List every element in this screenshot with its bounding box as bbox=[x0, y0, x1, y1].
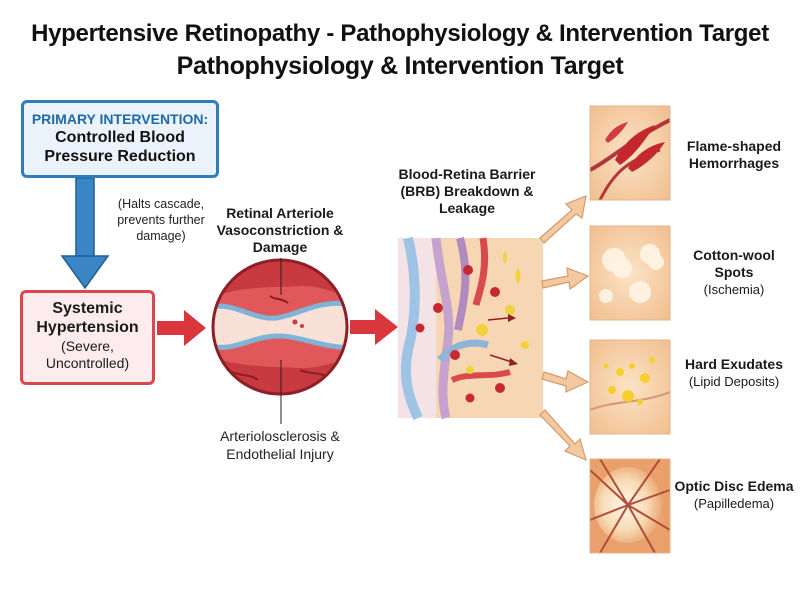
finding-detail: (Lipid Deposits) bbox=[688, 374, 780, 389]
thumb-hard-exudates bbox=[590, 340, 670, 434]
intervention-note: (Halts cascade, prevents further damage) bbox=[117, 197, 205, 243]
hypertension-title: Systemic Hypertension bbox=[36, 300, 139, 336]
intervention-body: Controlled Blood Pressure Reduction bbox=[44, 129, 196, 165]
finding-name: Flame-shaped Hemorrhages bbox=[686, 138, 782, 171]
intervention-arrow bbox=[60, 177, 110, 290]
arteriole-caption: Arteriolosclerosis & Endothelial Injury bbox=[220, 428, 340, 462]
finding-detail: (Papilledema) bbox=[693, 496, 775, 511]
arrow-to-brb bbox=[350, 309, 398, 345]
hypertension-subtitle: (Severe, Uncontrolled) bbox=[45, 338, 130, 371]
diagram-title: Hypertensive Retinopathy - Pathophysiolo… bbox=[31, 20, 769, 47]
brb-title: Blood-Retina Barrier (BRB) Breakdown & L… bbox=[398, 166, 536, 216]
arteriole-title: Retinal Arteriole Vasoconstriction & Dam… bbox=[216, 205, 344, 255]
finding-name: Optic Disc Edema bbox=[674, 478, 794, 494]
intervention-box: PRIMARY INTERVENTION: Controlled Blood P… bbox=[21, 100, 219, 178]
finding-name: Hard Exudates bbox=[684, 356, 784, 372]
finding-name: Cotton-wool Spots bbox=[693, 247, 775, 280]
brb-illustration bbox=[398, 236, 543, 421]
arteriole-illustration bbox=[211, 258, 349, 424]
hypertension-box: Systemic Hypertension (Severe, Uncontrol… bbox=[20, 290, 155, 385]
thumb-optic-disc-edema bbox=[590, 459, 670, 553]
thumb-cotton-wool-spots bbox=[590, 226, 670, 320]
finding-flame-hemorrhages: Flame-shaped Hemorrhages bbox=[672, 138, 796, 172]
finding-optic-disc-edema: Optic Disc Edema (Papilledema) bbox=[672, 478, 796, 512]
finding-cotton-wool-spots: Cotton-wool Spots (Ischemia) bbox=[672, 247, 796, 298]
thumb-flame-hemorrhages bbox=[590, 106, 670, 200]
diagram-subtitle: Pathophysiology & Intervention Target bbox=[176, 52, 624, 80]
intervention-heading: PRIMARY INTERVENTION: bbox=[31, 111, 209, 127]
finding-detail: (Ischemia) bbox=[703, 282, 765, 297]
finding-hard-exudates: Hard Exudates (Lipid Deposits) bbox=[672, 356, 796, 390]
outcome-arrows bbox=[539, 195, 590, 462]
thumb-borders bbox=[589, 105, 671, 554]
arrow-to-arteriole bbox=[157, 310, 206, 346]
